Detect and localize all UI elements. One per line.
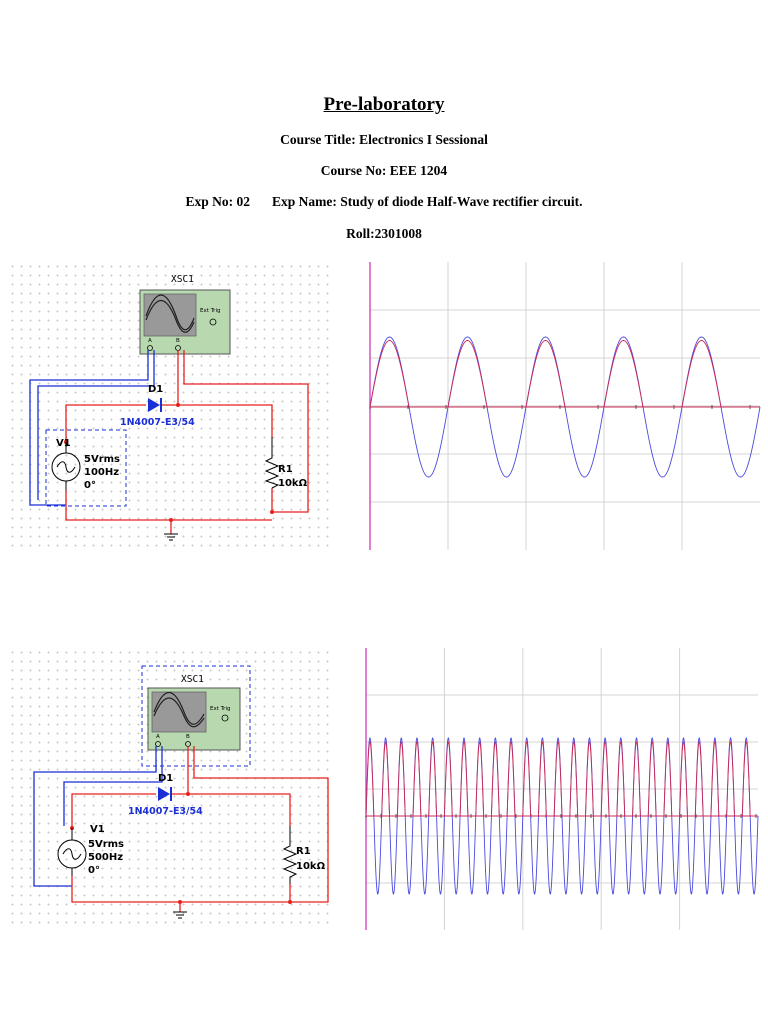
scope-screen-icon [151,691,207,733]
experiment-number: Exp No: 02 [185,194,251,209]
ext-trig-label: Ext Trig [200,308,220,314]
ext-trig-label: Ext Trig [210,706,230,712]
output-trace [369,340,760,408]
oscilloscope-xsc1: XSC1 Ext Trig A B [147,674,241,751]
output-trace [365,741,758,817]
channel-a-label: A [156,734,160,740]
diode-d1: D1 1N4007-E3/54 [128,773,203,817]
source-phase: 0° [88,865,100,876]
scope-plot-1 [368,262,761,550]
source-phase: 0° [84,480,96,491]
diode-ref: D1 [148,384,163,395]
course-title: Course Title: Electronics I Sessional [280,132,488,147]
diode-d1: D1 1N4007-E3/54 [120,384,195,428]
ac-source-v1: V1 5Vrms 500Hz 0° [57,824,124,876]
circuit-schematic-2: XSC1 Ext Trig A B [8,648,335,928]
experiment-line: Exp No: 02 Exp Name: Study of diode Half-… [0,194,768,210]
scope-label: XSC1 [171,274,194,285]
scope-plot-2 [362,648,759,930]
roll-number: Roll:2301008 [346,226,422,241]
ground-icon [173,911,187,919]
resistor-value: 10kΩ [296,861,326,872]
diode-model: 1N4007-E3/54 [128,806,203,817]
channel-a-label: A [148,338,152,344]
channel-b-label: B [176,338,180,344]
experiment-name: Exp Name: Study of diode Half-Wave recti… [272,194,583,209]
page-title: Pre-laboratory [323,94,445,115]
source-frequency: 100Hz [84,467,119,478]
ground-icon [164,533,178,541]
source-amplitude: 5Vrms [84,454,120,465]
resistor-r1: R1 10kΩ [282,826,326,884]
diode-model: 1N4007-E3/54 [120,417,195,428]
scope-label: XSC1 [181,674,204,685]
resistor-value: 10kΩ [278,478,308,489]
source-ref: V1 [90,824,105,835]
ac-source-v1: V1 5Vrms 100Hz 0° [51,438,120,491]
resistor-ref: R1 [296,846,311,857]
source-frequency: 500Hz [88,852,123,863]
source-amplitude: 5Vrms [88,839,124,850]
diode-ref: D1 [158,773,173,784]
source-ref: V1 [56,438,71,449]
course-number: Course No: EEE 1204 [320,163,448,178]
resistor-r1: R1 10kΩ [264,437,308,489]
scope-screen-icon [143,293,197,337]
oscilloscope-xsc1: XSC1 Ext Trig A B [139,274,231,355]
circuit-schematic-1: XSC1 Ext Trig A B [8,262,335,552]
channel-b-label: B [186,734,190,740]
resistor-ref: R1 [278,464,293,475]
